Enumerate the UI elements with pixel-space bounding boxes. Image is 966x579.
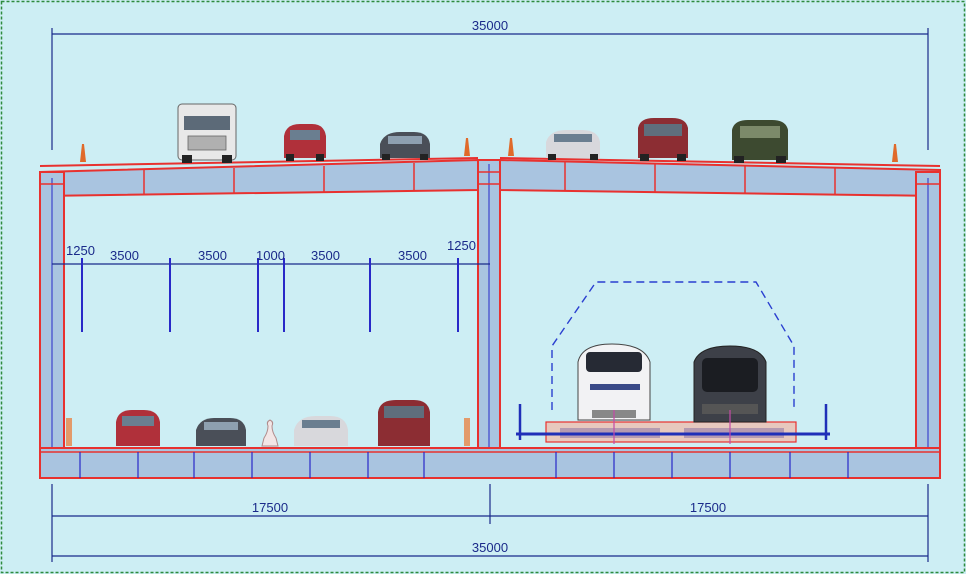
top-total-dimension: 35000 xyxy=(472,18,508,33)
sedan-white-icon xyxy=(546,130,600,160)
barrier-left xyxy=(66,418,72,446)
bottom-total-dimension: 35000 xyxy=(472,540,508,555)
lane-dim-6: 3500 xyxy=(398,248,427,263)
right-half-dimension: 17500 xyxy=(690,500,726,515)
lane-dim-4: 1000 xyxy=(256,248,285,263)
lower-road-vehicles xyxy=(66,400,470,447)
outer-walls xyxy=(39,171,941,479)
upper-deck-vehicles xyxy=(80,103,898,163)
suv-red-icon xyxy=(638,118,688,161)
barrier-right xyxy=(464,418,470,446)
clearance-envelope xyxy=(551,281,795,410)
bottom-dimensions: 17500 17500 35000 xyxy=(51,484,929,562)
lane-dim-2: 3500 xyxy=(110,248,139,263)
truck-icon xyxy=(177,103,237,163)
sedan-dark-icon xyxy=(196,418,246,446)
suv-red-icon xyxy=(378,400,430,446)
lane-dimension-chain: 1250 3500 3500 1000 3500 3500 1250 xyxy=(52,238,490,332)
left-half-dimension: 17500 xyxy=(252,500,288,515)
sedan-red-icon xyxy=(116,410,160,446)
train-dark-icon xyxy=(693,345,767,423)
lane-dim-3: 3500 xyxy=(198,248,227,263)
center-wall xyxy=(477,159,501,479)
train-white-icon xyxy=(577,343,651,421)
lane-dim-1: 1250 xyxy=(66,243,95,258)
rail-chamber xyxy=(516,281,830,444)
traffic-cone-icon xyxy=(80,138,898,162)
lane-dim-5: 3500 xyxy=(311,248,340,263)
sedan-red-icon xyxy=(284,124,326,161)
median-pier-icon xyxy=(261,419,279,447)
sedan-white-icon xyxy=(294,416,348,446)
bottom-slab xyxy=(39,447,941,479)
suv-green-icon xyxy=(732,120,788,163)
top-dimension: 35000 xyxy=(51,18,929,150)
sedan-dark-icon xyxy=(380,132,430,160)
lane-dim-7: 1250 xyxy=(447,238,476,253)
